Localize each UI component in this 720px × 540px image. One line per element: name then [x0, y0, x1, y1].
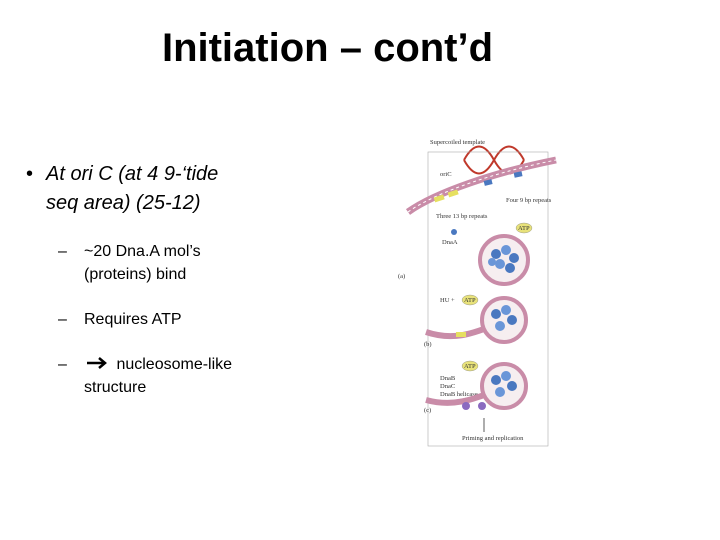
bullet-dash: –: [58, 311, 67, 328]
bullet-list: • At ori C (at 4 9-‘tide seq area) (25-1…: [26, 160, 396, 421]
dnaa-complex-icon: [478, 234, 530, 286]
fig-label-nine: Four 9 bp repeats: [506, 197, 552, 204]
fig-label-priming: Priming and replication: [462, 435, 524, 442]
right-arrow-icon: [87, 357, 107, 369]
fig-label-dnaa: DnaA: [442, 239, 458, 246]
fig-label-dnab: DnaB: [440, 375, 456, 382]
atp-icon: [461, 294, 479, 306]
bullet-dash: –: [58, 243, 67, 260]
fig-label-atp-1: ATP: [518, 225, 530, 232]
sub-bullet-text: nucleosome-like structure: [84, 356, 233, 396]
dnaa-complex-icon: [425, 362, 528, 410]
main-bullet-text: At ori C (at 4 9-‘tide seq area) (25-12): [46, 163, 219, 214]
fig-label-dnac: DnaC: [440, 383, 455, 390]
bullet-dot: •: [26, 163, 34, 185]
dnaa-complex-icon: [425, 296, 528, 344]
dnaa-protein-icon: [451, 229, 457, 235]
atp-icon: [461, 360, 479, 372]
sub-bullet: – Requires ATP: [58, 308, 396, 331]
sub-bullet: – nucleosome-like structure: [58, 353, 396, 399]
fig-label-supercoiled: Supercoiled template: [430, 139, 485, 146]
fig-label-atp-3: ATP: [464, 363, 476, 370]
fig-label-oric: oriC: [440, 171, 452, 178]
fig-label-thirteen: Three 13 bp repeats: [436, 213, 488, 220]
fig-label-a: (a): [398, 273, 405, 280]
dna-strand-icon: [405, 156, 557, 215]
sub-bullet: – ~20 Dna.A mol’s (proteins) bind: [58, 240, 396, 286]
fig-label-c: (c): [424, 407, 431, 414]
fig-label-atp-2: ATP: [464, 297, 476, 304]
bullet-dash: –: [58, 356, 67, 373]
fig-label-hu: HU +: [440, 297, 455, 304]
sub-bullet-text: Requires ATP: [84, 311, 182, 328]
atp-icon: [515, 222, 533, 234]
dnaa-initiation-figure: Supercoiled template oriC Three 13 bp re…: [398, 139, 557, 447]
sub-bullet-text: ~20 Dna.A mol’s (proteins) bind: [84, 243, 201, 283]
figure-frame: [427, 151, 549, 447]
sub-bullet-list: – ~20 Dna.A mol’s (proteins) bind – Requ…: [26, 240, 396, 399]
slide-title: Initiation – cont’d: [161, 26, 494, 70]
sub-bullet-arrow-text: nucleosome-like structure: [84, 353, 264, 399]
main-bullet: • At ori C (at 4 9-‘tide seq area) (25-1…: [26, 160, 396, 218]
fig-label-b: (b): [424, 341, 432, 348]
fig-label-helicase: DnaB helicase: [440, 391, 478, 398]
